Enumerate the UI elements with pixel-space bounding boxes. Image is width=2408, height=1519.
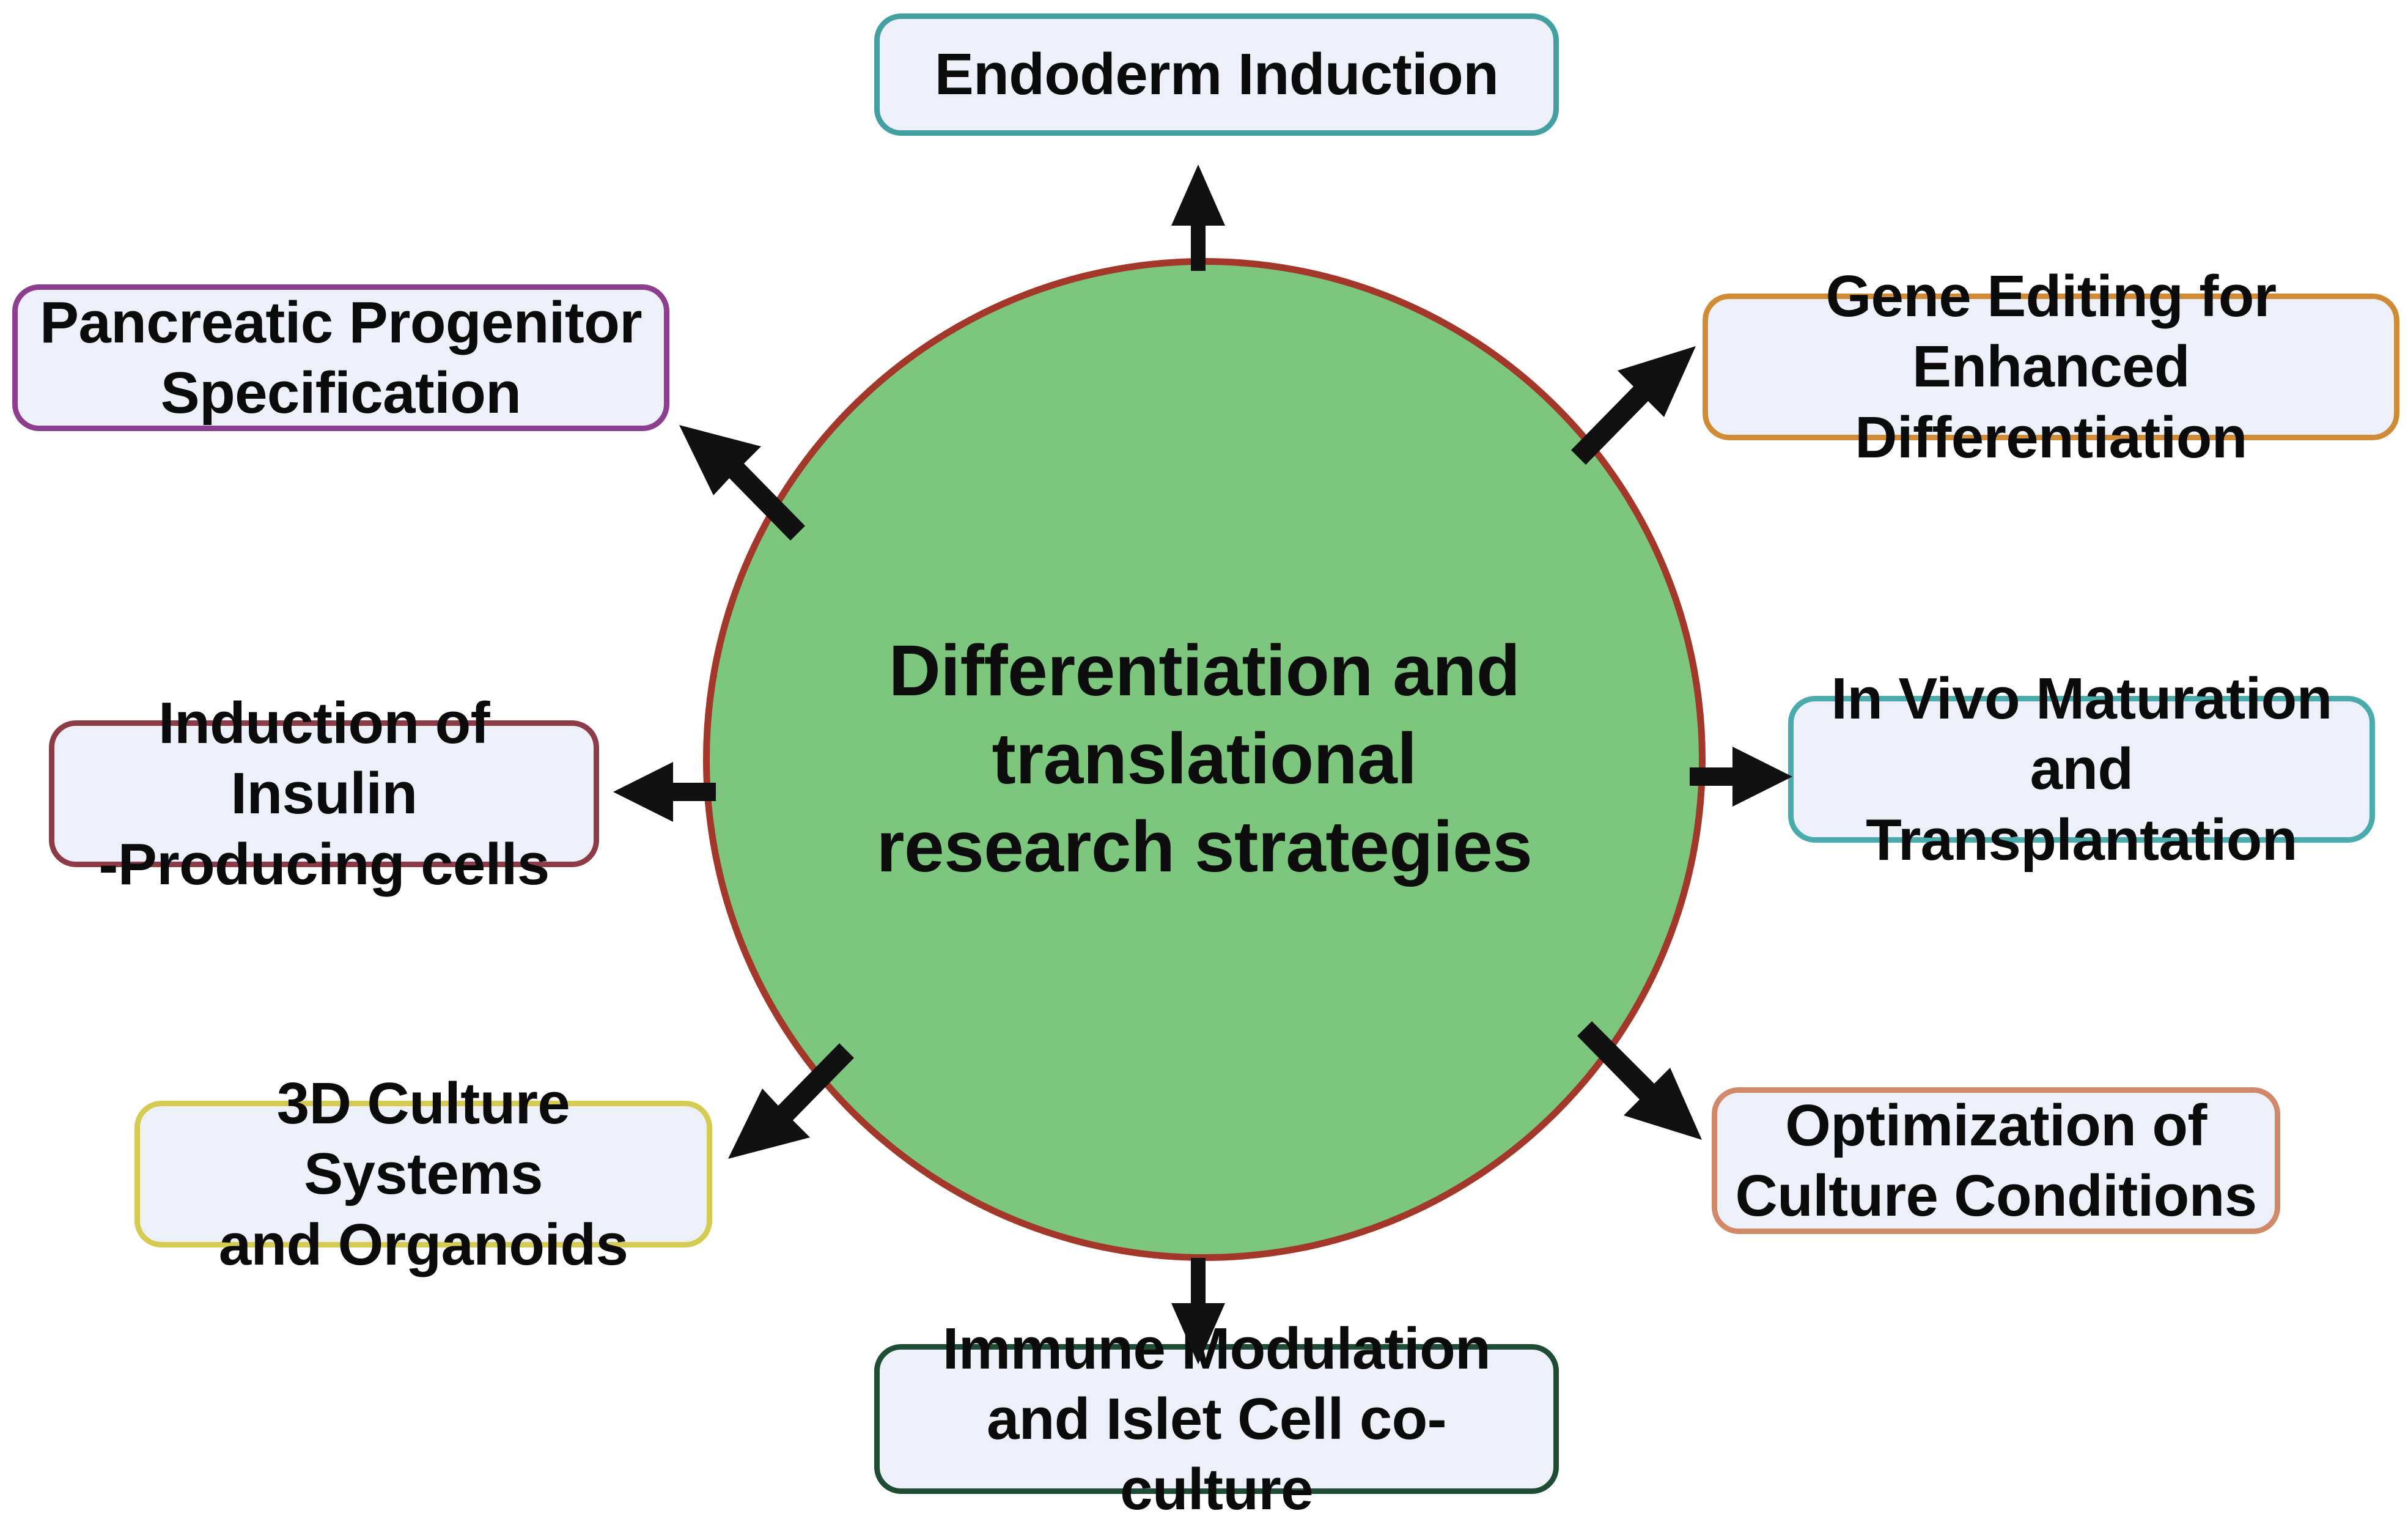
node-optimization-culture-conditions[interactable]: Optimization of Culture Conditions: [1712, 1087, 2280, 1234]
node-optimization-line1: Optimization of: [1785, 1092, 2207, 1158]
node-3d-culture-systems-label: 3D Culture Systems and Organoids: [140, 1068, 707, 1280]
node-3d-culture-line2: and Organoids: [218, 1211, 628, 1277]
node-insulin-line1: Induction of Insulin: [158, 690, 490, 827]
node-pancreatic-progenitor[interactable]: Pancreatic Progenitor Specification: [12, 284, 669, 431]
arrow-right-to-in-vivo-maturation: [1687, 743, 1794, 810]
arrow-up-to-endoderm-induction: [1162, 162, 1235, 272]
center-hub-label-line1: Differentiation and: [888, 630, 1520, 712]
node-endoderm-induction[interactable]: Endoderm Induction: [874, 13, 1559, 136]
node-gene-editing[interactable]: Gene Editing for Enhanced Differentiatio…: [1703, 264, 2399, 470]
node-in-vivo-maturation[interactable]: In Vivo Maturation and Transplantation: [1788, 666, 2375, 873]
node-3d-culture-systems[interactable]: 3D Culture Systems and Organoids: [134, 1071, 712, 1277]
node-endoderm-induction-line1: Endoderm Induction: [934, 42, 1499, 108]
arrow-up-left-to-pancreatic-progenitor: [676, 422, 807, 544]
node-immune-modulation-line2: and Islet Cell co-culture: [986, 1386, 1447, 1519]
node-in-vivo-maturation-line1: In Vivo Maturation: [1831, 666, 2332, 732]
node-immune-modulation[interactable]: Immune Modulation and Islet Cell co-cult…: [874, 1316, 1559, 1519]
node-insulin-line2: -Producing cells: [98, 831, 550, 897]
node-gene-editing-line2: Enhanced Differentiation: [1855, 334, 2247, 470]
node-in-vivo-maturation-line2: and Transplantation: [1866, 736, 2297, 873]
arrow-down-to-immune-modulation: [1162, 1257, 1235, 1367]
arrow-left-to-insulin-producing-cells: [611, 758, 718, 826]
center-hub-label-line2: translational: [992, 719, 1417, 800]
center-hub-label-line3: research strategies: [876, 806, 1533, 887]
node-optimization-culture-conditions-label: Optimization of Culture Conditions: [1721, 1090, 2270, 1231]
node-insulin-producing-cells[interactable]: Induction of Insulin -Producing cells: [49, 690, 599, 897]
node-gene-editing-label: Gene Editing for Enhanced Differentiatio…: [1708, 261, 2394, 473]
node-immune-modulation-line1: Immune Modulation: [942, 1315, 1491, 1381]
node-3d-culture-line1: 3D Culture Systems: [276, 1071, 570, 1207]
node-optimization-line2: Culture Conditions: [1735, 1163, 2257, 1229]
node-in-vivo-maturation-label: In Vivo Maturation and Transplantation: [1794, 663, 2369, 875]
node-insulin-producing-cells-label: Induction of Insulin -Producing cells: [54, 688, 594, 900]
node-immune-modulation-label: Immune Modulation and Islet Cell co-cult…: [880, 1314, 1553, 1519]
arrow-down-left-to-3d-culture: [724, 1040, 856, 1162]
arrow-down-right-to-optimization: [1571, 1009, 1706, 1144]
center-hub-label: Differentiation and translational resear…: [803, 627, 1606, 892]
node-pancreatic-line1: Pancreatic Progenitor: [39, 289, 643, 355]
node-gene-editing-line1: Gene Editing for: [1825, 264, 2277, 330]
node-pancreatic-line2: Specification: [160, 360, 521, 426]
center-hub-circle: Differentiation and translational resear…: [703, 258, 1706, 1261]
arrow-up-right-to-gene-editing: [1565, 342, 1699, 477]
node-pancreatic-progenitor-label: Pancreatic Progenitor Specification: [26, 287, 655, 428]
node-endoderm-induction-label: Endoderm Induction: [921, 39, 1512, 109]
